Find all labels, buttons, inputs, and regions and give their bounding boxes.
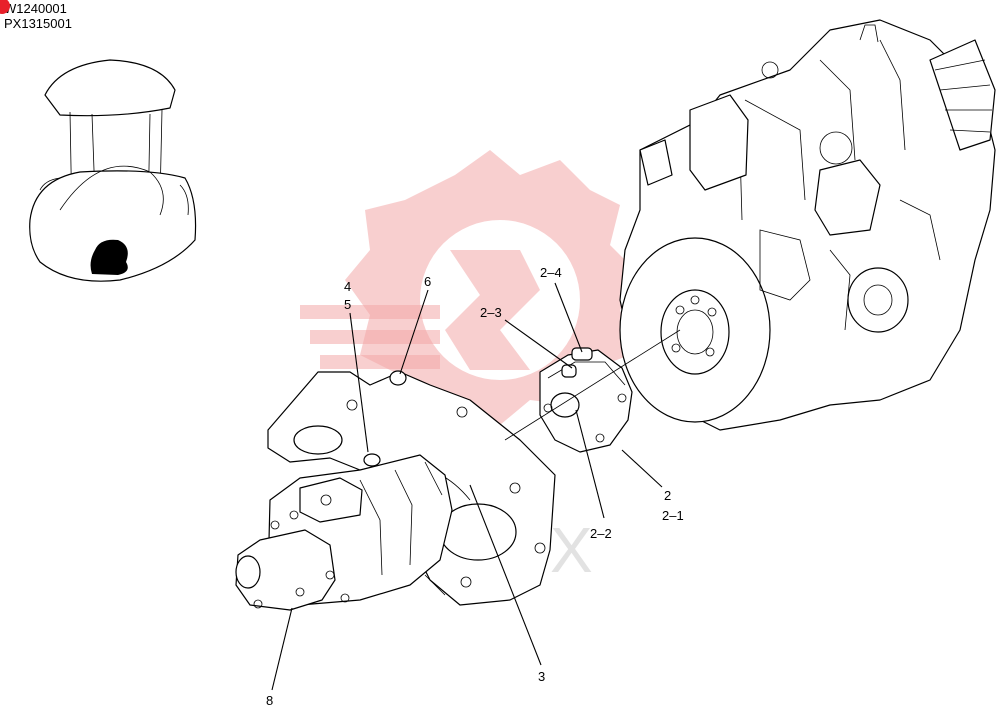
callout-2-3: 2–3 bbox=[480, 305, 502, 320]
callout-3: 3 bbox=[538, 669, 545, 684]
engine-assembly bbox=[619, 19, 996, 431]
callout-8: 8 bbox=[266, 693, 273, 708]
callout-4: 4 bbox=[344, 279, 351, 294]
callout-6: 6 bbox=[424, 274, 431, 289]
hydraulic-pump-part-8 bbox=[235, 453, 453, 611]
callout-2: 2 bbox=[664, 488, 671, 503]
part-code-secondary: PX1315001 bbox=[4, 16, 72, 31]
coupling-part-2 bbox=[539, 347, 633, 453]
callout-2-1: 2–1 bbox=[662, 508, 684, 523]
callout-2-2: 2–2 bbox=[590, 526, 612, 541]
alignment-centerline bbox=[504, 329, 681, 441]
callout-2-4: 2–4 bbox=[540, 265, 562, 280]
part-code-primary: W1240001 bbox=[4, 1, 67, 16]
leader-lines bbox=[271, 282, 663, 691]
machine-thumbnail bbox=[29, 59, 197, 282]
corner-marker-icon bbox=[0, 0, 10, 14]
callout-5: 5 bbox=[344, 297, 351, 312]
